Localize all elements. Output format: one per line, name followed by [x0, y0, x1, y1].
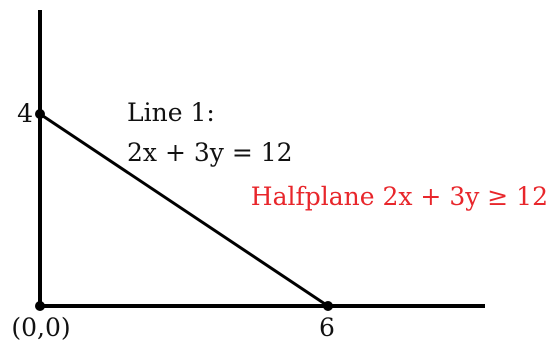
boundary-line — [39, 112, 329, 308]
y-intercept-point — [35, 109, 45, 119]
y-intercept-label: 4 — [17, 99, 33, 128]
origin-label: (0,0) — [11, 313, 70, 342]
x-intercept-label: 6 — [319, 313, 335, 342]
halfplane-label: Halfplane 2x + 3y ≥ 12 — [251, 182, 548, 211]
line-equation-label: 2x + 3y = 12 — [127, 138, 293, 167]
line-label-title: Line 1: — [127, 98, 215, 127]
x-intercept-point — [323, 301, 333, 311]
origin-point — [35, 301, 45, 311]
